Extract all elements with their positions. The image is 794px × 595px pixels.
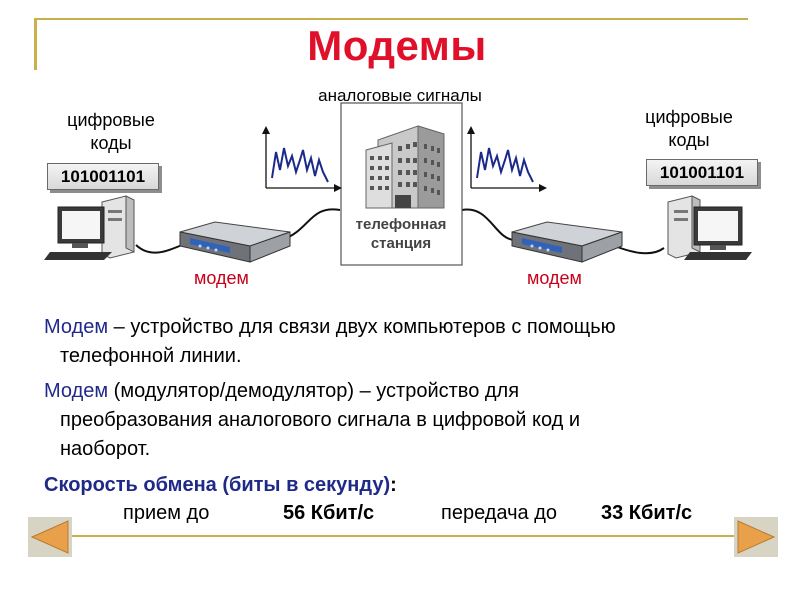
definition-2-line3: наоборот. (60, 438, 151, 460)
modem-diagram: телефонная станция (44, 102, 752, 266)
receive-label: прием до (123, 502, 210, 524)
speed-heading-text: Скорость обмена (биты в секунду) (44, 474, 391, 496)
analog-signal-graph-left (262, 126, 342, 192)
definition-2-line2: преобразования аналогового сигнала в циф… (60, 409, 581, 431)
computer-right-icon (667, 195, 752, 260)
definition-1-term: Модем (44, 316, 109, 338)
modem-left-icon (179, 221, 291, 263)
send-value: 33 Кбит/с (601, 502, 693, 524)
modem-label-right: модем (527, 268, 582, 288)
definition-2-line1: (модулятор/демодулятор) – устройство для (108, 380, 520, 402)
frame-top-line (36, 18, 748, 20)
arrow-right-icon (737, 520, 776, 554)
analog-signal-graph-right (467, 126, 547, 192)
receive-value: 56 Кбит/с (283, 502, 375, 524)
send-label: передача до (441, 502, 558, 524)
digital-codes-right-line1: цифровые (645, 107, 733, 127)
station-label-1: телефонная (356, 216, 447, 233)
analog-signals-label: аналоговые сигналы (318, 86, 482, 105)
prev-slide-button[interactable] (28, 517, 72, 557)
digital-codes-label-left: цифровые коды (48, 109, 174, 155)
definition-2: Модем (модулятор/демодулятор) – устройст… (44, 377, 764, 464)
binary-code-right: 101001101 (646, 159, 758, 186)
cable-line-left (281, 208, 341, 241)
digital-codes-left-line1: цифровые (67, 110, 155, 130)
next-slide-button[interactable] (734, 517, 778, 557)
cable-pc-left (135, 244, 183, 254)
binary-code-left: 101001101 (47, 163, 159, 190)
building-icon (365, 125, 445, 209)
computer-left-icon (44, 195, 135, 260)
page-title: Модемы (307, 22, 487, 69)
station-label-2: станция (371, 235, 431, 252)
digital-codes-right-line2: коды (668, 130, 710, 150)
modem-label-left: модем (194, 268, 249, 288)
definition-2-term: Модем (44, 380, 109, 402)
definition-1-line2: телефонной линии. (60, 345, 242, 367)
digital-codes-label-right: цифровые коды (626, 106, 752, 152)
cable-line-right (461, 208, 516, 241)
digital-codes-left-line2: коды (90, 133, 132, 153)
arrow-left-icon (30, 520, 69, 554)
modem-right-icon (511, 221, 623, 263)
speed-heading: Скорость обмена (биты в секунду): (44, 471, 764, 500)
speed-heading-colon: : (390, 474, 397, 496)
frame-left-line (34, 18, 37, 70)
definition-1: Модем – устройство для связи двух компью… (44, 313, 764, 371)
definition-1-line1: – устройство для связи двух компьютеров … (108, 316, 616, 338)
frame-bottom-line (36, 535, 748, 537)
